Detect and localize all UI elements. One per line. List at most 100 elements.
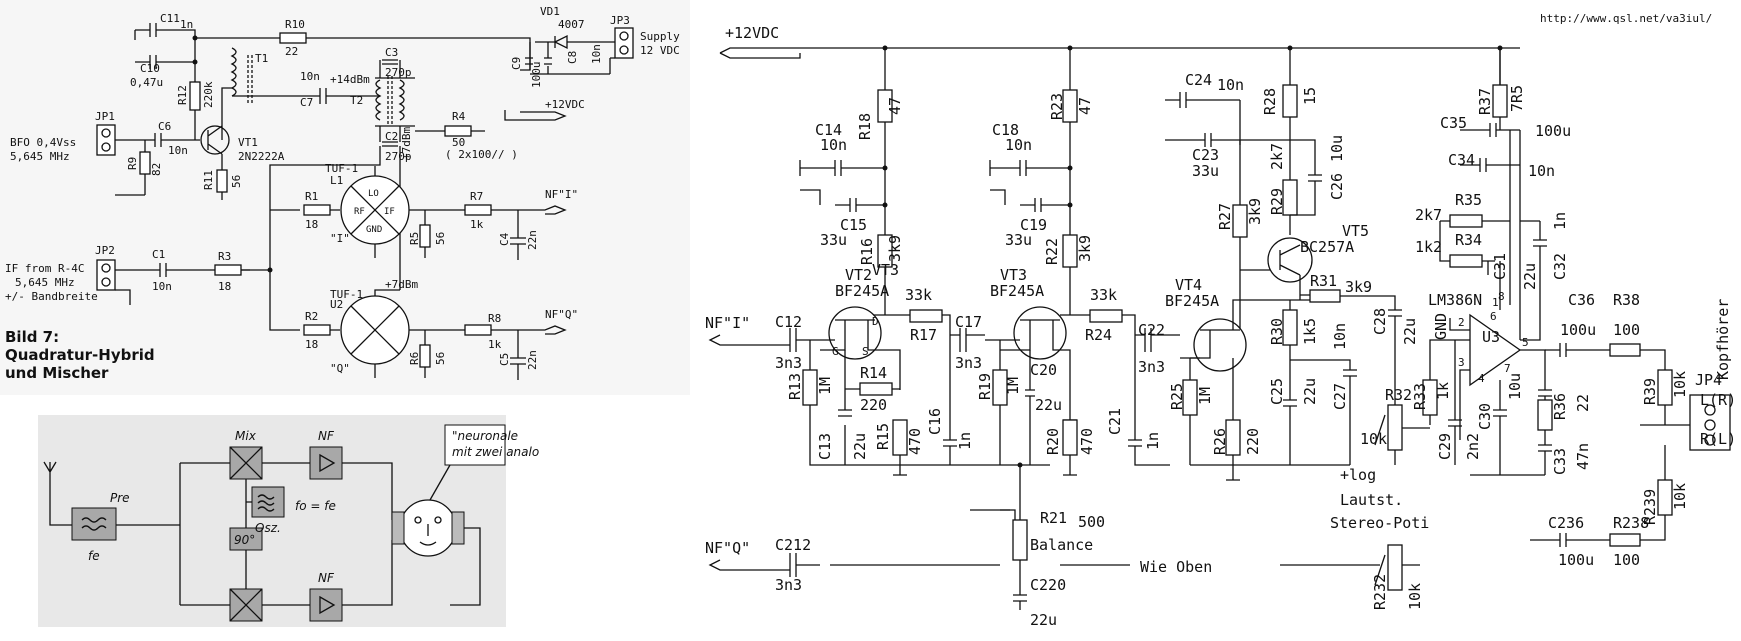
c212-label: C212	[775, 536, 811, 554]
supply-label: Supply	[640, 30, 680, 43]
if-source: IF from R-4C	[5, 262, 84, 275]
r20-value: 470	[1078, 428, 1096, 455]
figure-caption-line2: Quadratur-Hybrid	[5, 346, 155, 364]
diode-type: 4007	[558, 18, 585, 31]
c22-label: C22	[1138, 321, 1165, 339]
r38-resistor	[1609, 343, 1641, 357]
r19-value: 1M	[1004, 377, 1022, 395]
c8-label: C8	[566, 51, 579, 64]
plus12vdc-label: +12VDC	[725, 24, 779, 42]
c28-value: 22u	[1401, 318, 1419, 345]
r4-resistor	[444, 125, 472, 137]
r18-value: 47	[886, 97, 904, 115]
c30-label: C30	[1476, 403, 1494, 430]
vt3-type: BF245A	[990, 282, 1044, 300]
c23-label: C23	[1192, 146, 1219, 164]
r9-label: R9	[126, 157, 139, 170]
nf-q-output: NF"Q"	[545, 308, 578, 321]
l1-label: L1	[330, 174, 343, 187]
jack-right-left: R(L)	[1700, 430, 1736, 448]
plus12vdc-flag: +12VDC	[545, 98, 585, 111]
r39-value: 10k	[1671, 371, 1689, 398]
r28-resistor	[1282, 84, 1298, 118]
r21-potentiometer	[1012, 519, 1028, 561]
r232-potentiometer	[1387, 544, 1403, 591]
jp4-label: JP4	[1695, 371, 1722, 389]
c31-label: C31	[1491, 253, 1509, 280]
r15-resistor	[892, 419, 908, 456]
vd1-label: VD1	[540, 5, 560, 18]
r25-value: 1M	[1196, 387, 1214, 405]
c29-label: C29	[1436, 433, 1454, 460]
r36-label: R36	[1551, 393, 1569, 420]
r38-value: 100	[1613, 321, 1640, 339]
c27-label: C27	[1331, 383, 1349, 410]
lm386-pin3: 3	[1458, 356, 1465, 369]
r37-resistor	[1492, 84, 1508, 118]
tuf1-label-2: TUF-1	[330, 288, 363, 301]
r24-resistor	[1089, 309, 1123, 323]
c14-label: C14	[815, 121, 842, 139]
c19-label: C19	[1020, 216, 1047, 234]
vt2-gate-pin: G	[832, 345, 839, 358]
c33-value: 47n	[1574, 443, 1592, 470]
r11-label: R11	[202, 170, 215, 190]
c12-label: C12	[775, 313, 802, 331]
r17-label: R17	[910, 326, 937, 344]
vt5-transistor	[1267, 237, 1313, 283]
r27-resistor	[1232, 204, 1248, 238]
nf-label-2: NF	[318, 571, 335, 585]
vt3-label: VT3	[1000, 266, 1027, 284]
t2-label: T2	[350, 94, 363, 107]
r15-value: 470	[906, 428, 924, 455]
c26-value: 10u	[1328, 135, 1346, 162]
r22-value: 3k9	[1076, 235, 1094, 262]
c32-value: 1n	[1551, 212, 1569, 230]
r14-value: 220	[860, 396, 887, 414]
r23-value: 47	[1076, 97, 1094, 115]
vt3-transistor	[1013, 306, 1067, 360]
r5-resistor	[419, 224, 431, 248]
phase-90-block	[229, 527, 263, 551]
mix-label: Mix	[235, 429, 257, 443]
vt4-transistor	[1193, 318, 1247, 372]
r18-label: R18	[856, 113, 874, 140]
headphones-label: Kopfhörer	[1714, 299, 1732, 380]
neural-note-line2: mit zwei analo	[452, 445, 539, 459]
c9-value: 100u	[530, 62, 543, 89]
r3-label: R3	[218, 250, 231, 263]
r35-value: 2k7	[1415, 206, 1442, 224]
c28-label: C28	[1371, 308, 1389, 335]
nf-q-input: NF"Q"	[705, 539, 750, 557]
r31-label: R31	[1310, 272, 1337, 290]
tuf1-label: TUF-1	[325, 162, 358, 175]
vt2-drain-pin: D	[872, 315, 879, 328]
vt1-label: VT1	[238, 136, 258, 149]
r25-resistor	[1182, 379, 1198, 416]
mixer-rf-pin: RF	[354, 207, 365, 217]
r10-label: R10	[285, 18, 305, 31]
same-as-above-label: Wie Oben	[1140, 558, 1212, 576]
c2-value: 270p	[385, 150, 412, 163]
c21-label: C21	[1106, 408, 1124, 435]
c24-value: 10n	[1217, 76, 1244, 94]
r1-resistor	[303, 204, 331, 216]
r31-value: 3k9	[1345, 278, 1372, 296]
r28-value: 15	[1301, 87, 1319, 105]
r10-value: 22	[285, 45, 298, 58]
t1-label: T1	[255, 52, 268, 65]
r16-label: R16	[858, 238, 876, 265]
vt5-label: VT5	[1342, 222, 1369, 240]
nf-i-output: NF"I"	[545, 188, 578, 201]
r37-label: R37	[1476, 88, 1494, 115]
frequency-equation: fo = fe	[295, 499, 336, 513]
r29-label: R29	[1268, 188, 1286, 215]
c15-label: C15	[840, 216, 867, 234]
c29-value: 2n2	[1464, 433, 1482, 460]
r20-resistor	[1062, 419, 1078, 456]
balance-label: Balance	[1030, 536, 1093, 554]
jp3-label: JP3	[610, 14, 630, 27]
r4-label: R4	[452, 110, 466, 123]
gnd-label: GND	[1432, 313, 1450, 340]
r39-label: R39	[1641, 378, 1659, 405]
